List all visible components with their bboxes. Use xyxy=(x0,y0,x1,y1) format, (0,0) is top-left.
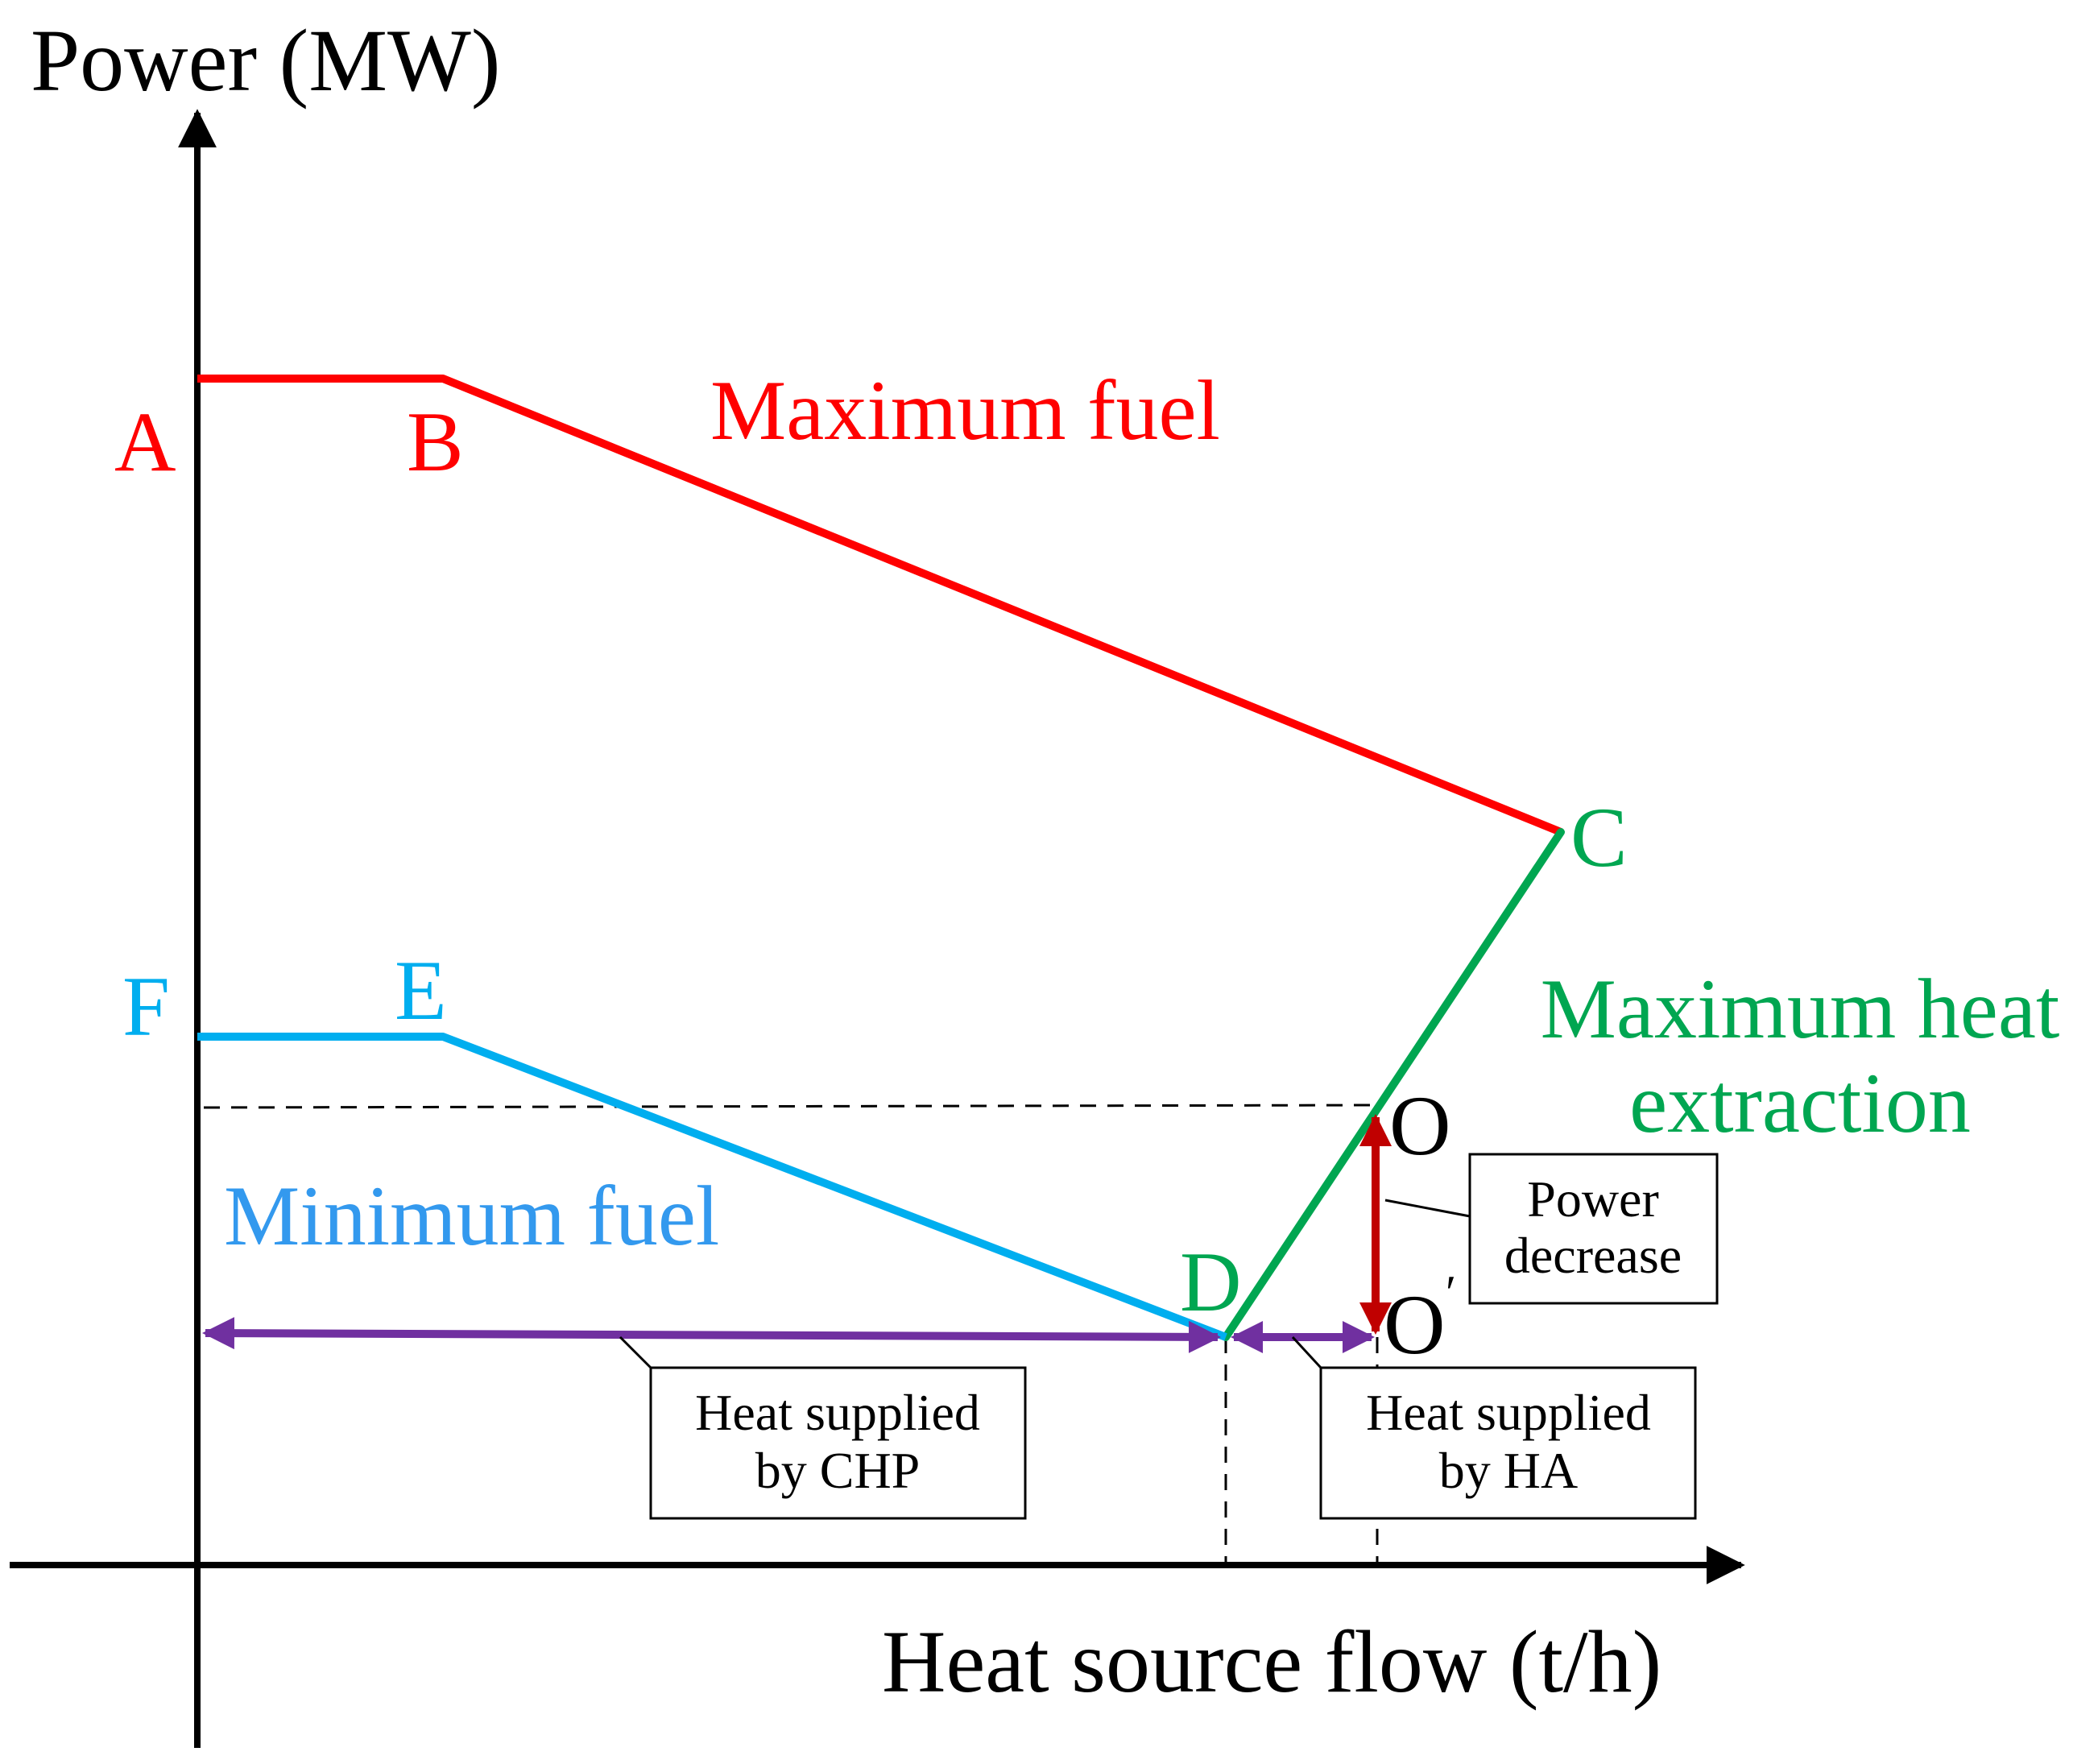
point-o-prime-label: O xyxy=(1384,1277,1446,1372)
maximum-heat-extraction-line xyxy=(1222,828,1565,1341)
chp-leader xyxy=(619,1335,652,1369)
maximum-heat-label-line1: Maximum heat xyxy=(1541,962,2060,1056)
chp-line2: by CHP xyxy=(755,1442,921,1499)
ha-line1: Heat supplied xyxy=(1366,1384,1651,1441)
maximum-fuel-label: Maximum fuel xyxy=(710,363,1220,458)
point-b-label: B xyxy=(407,395,464,489)
point-a-label: A xyxy=(114,395,176,489)
ha-box xyxy=(1319,1366,1697,1520)
point-o-label: O xyxy=(1389,1079,1451,1173)
reference-line-o-horizontal xyxy=(203,1104,1378,1109)
minimum-fuel-line xyxy=(197,1033,1227,1341)
point-d-label: D xyxy=(1180,1235,1242,1329)
maximum-heat-label-line2: extraction xyxy=(1629,1056,1971,1150)
power-decrease-line1: Power xyxy=(1527,1170,1659,1228)
power-decrease-leader xyxy=(1384,1199,1471,1218)
heat-chp-arrow xyxy=(202,1317,1221,1353)
power-decrease-box xyxy=(1468,1153,1719,1305)
minimum-fuel-label: Minimum fuel xyxy=(224,1169,719,1263)
chp-line1: Heat supplied xyxy=(695,1384,980,1441)
point-c-label: C xyxy=(1570,790,1628,884)
point-e-label: E xyxy=(395,943,447,1037)
point-f-label: F xyxy=(122,959,170,1054)
power-decrease-line2: decrease xyxy=(1504,1227,1682,1284)
ha-leader xyxy=(1291,1335,1322,1369)
x-axis-title: Heat source flow (t/h) xyxy=(882,1613,1661,1711)
ha-line2: by HA xyxy=(1439,1442,1578,1499)
maximum-fuel-line xyxy=(197,375,1562,836)
y-axis-title: Power (MW) xyxy=(31,11,500,110)
chp-box xyxy=(649,1366,1027,1520)
prime-mark: ′ xyxy=(1446,1266,1456,1319)
